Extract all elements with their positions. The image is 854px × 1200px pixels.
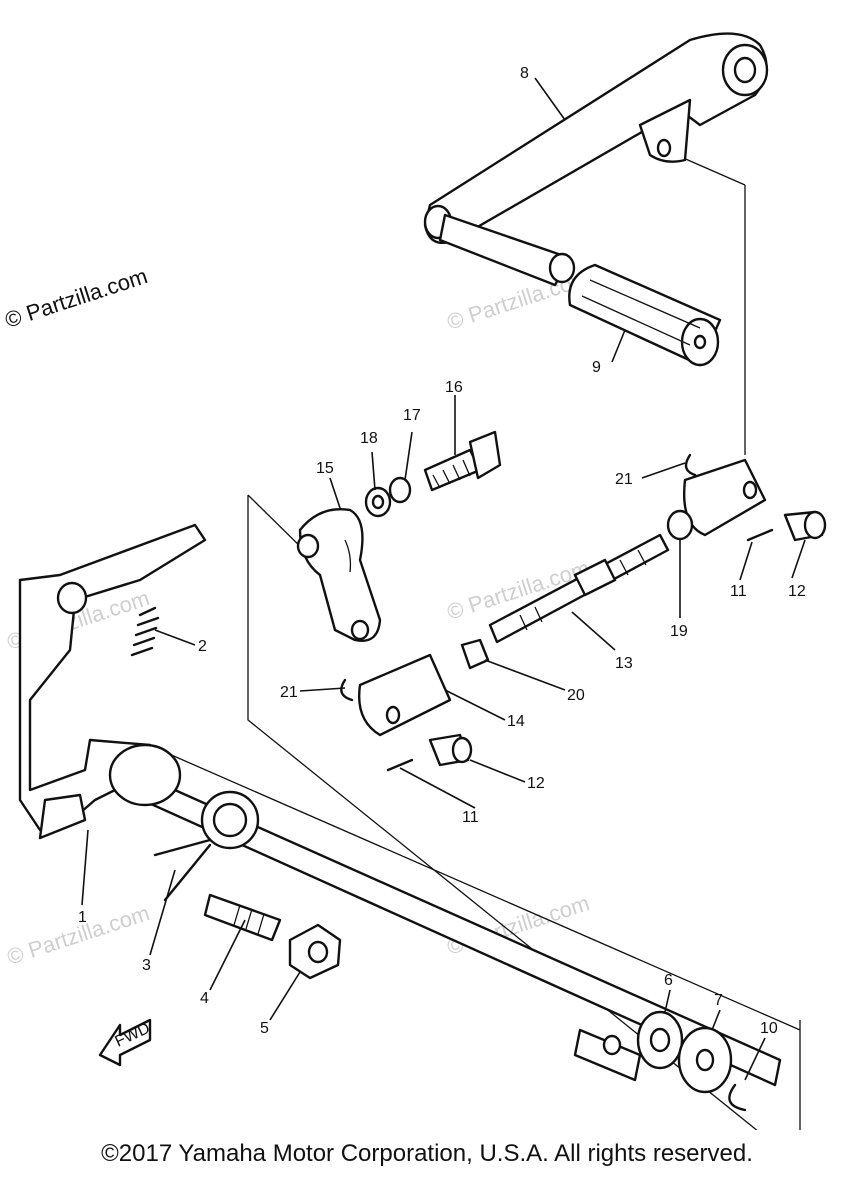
plain-washer — [677, 1026, 733, 1094]
callout-number: 16 — [445, 379, 463, 396]
callout-number: 18 — [360, 430, 378, 447]
callout-number: 2 — [198, 638, 207, 655]
clevis-pin — [783, 510, 827, 542]
callout-number: 3 — [142, 957, 151, 974]
shift-arm-plate — [18, 523, 207, 840]
rod-end-upper — [683, 458, 767, 537]
callout-number: 12 — [788, 583, 806, 600]
diagram-canvas: © Partzilla.com © Partzilla.com © Partzi… — [2, 32, 827, 1130]
callout-number: 19 — [670, 623, 688, 640]
callout-number: 13 — [615, 655, 633, 672]
callout-number: 21 — [615, 471, 633, 488]
rod-end-lower — [358, 653, 452, 737]
callout-number: 8 — [520, 65, 529, 82]
callout-number: 1 — [78, 909, 87, 926]
shift-shaft — [108, 743, 782, 1087]
rod-end-nut — [666, 509, 694, 541]
bolt — [423, 430, 502, 492]
cotter-pin — [746, 528, 774, 542]
callout-number: 4 — [200, 990, 209, 1007]
callout-number: 11 — [462, 809, 479, 826]
washer — [388, 476, 412, 504]
callout-number: 14 — [507, 713, 525, 730]
callout-number: 20 — [567, 687, 585, 704]
oil-seal — [636, 1010, 684, 1070]
callout-number: 7 — [714, 992, 723, 1009]
shift-rod — [488, 533, 670, 644]
circlip — [684, 453, 697, 477]
circlip-shaft — [728, 1083, 747, 1112]
shift-pedal-arm — [423, 32, 769, 287]
callout-number: 12 — [527, 775, 545, 792]
callout-number: 21 — [280, 684, 298, 701]
callout-number: 11 — [730, 583, 747, 600]
clevis-pin — [428, 733, 473, 767]
watermark-primary: © Partzilla.com — [2, 263, 151, 333]
return-spring — [130, 606, 160, 657]
circlip — [340, 678, 354, 702]
assembly-outline — [159, 749, 801, 1031]
callout-number: 10 — [760, 1020, 778, 1037]
nut — [460, 638, 490, 670]
callout-number: 5 — [260, 1020, 269, 1037]
torsion-spring — [153, 790, 260, 902]
cotter-pin — [386, 758, 414, 772]
hex-nut — [288, 923, 342, 980]
copyright-notice: ©2017 Yamaha Motor Corporation, U.S.A. A… — [101, 1140, 753, 1167]
footrest-rubber — [568, 263, 722, 367]
assembly-outline — [247, 495, 801, 1130]
shift-lever — [296, 508, 382, 642]
callout-number: 9 — [592, 359, 601, 376]
callout-number: 17 — [403, 407, 421, 424]
fwd-arrow-icon: FWD — [98, 1018, 153, 1067]
callout-number: 6 — [664, 972, 673, 989]
callout-number: 15 — [316, 460, 334, 477]
stud-bolt — [203, 893, 282, 942]
